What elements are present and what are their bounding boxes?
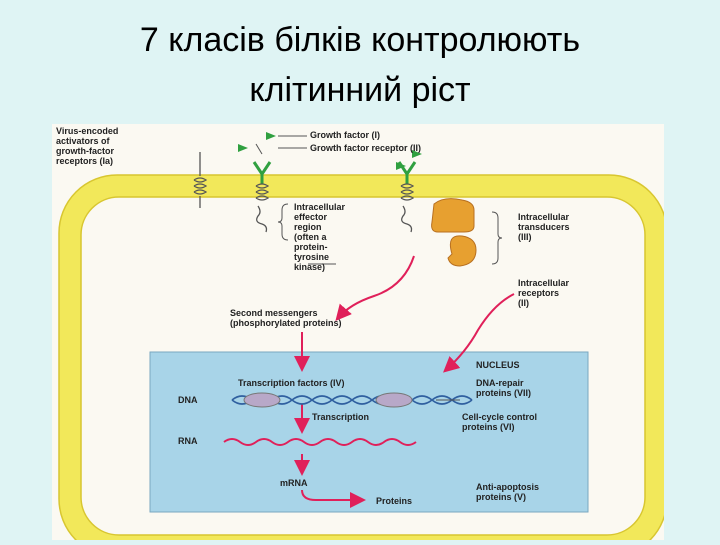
svg-text:Intracellular: Intracellular [518, 278, 570, 288]
svg-text:(III): (III) [518, 232, 532, 242]
transcription-factor-blob-2 [375, 392, 413, 408]
growth-factor-receptor-right [397, 161, 417, 184]
svg-text:Cell-cycle control: Cell-cycle control [462, 412, 537, 422]
arrow-transducer-to-messengers [335, 255, 415, 322]
proteins-label: Proteins [376, 496, 412, 506]
svg-text:receptors: receptors [518, 288, 559, 298]
svg-text:Virus-encoded: Virus-encoded [56, 126, 118, 136]
transducer-shape-1 [431, 198, 475, 233]
svg-text:proteins (VI): proteins (VI) [462, 422, 515, 432]
svg-text:tyrosine: tyrosine [294, 252, 329, 262]
effector-region-label: Intracellular effector region (often a p… [294, 202, 346, 272]
svg-text:Intracellular: Intracellular [518, 212, 570, 222]
svg-text:kinase): kinase) [294, 262, 325, 272]
svg-text:Intracellular: Intracellular [294, 202, 346, 212]
svg-text:activators of: activators of [56, 136, 111, 146]
rna-strand [223, 438, 417, 446]
second-messengers-label: Second messengers (phosphorylated protei… [230, 308, 342, 328]
nucleus [149, 351, 589, 513]
transducer-shape-2 [447, 235, 477, 267]
transcription-label: Transcription [312, 412, 369, 422]
svg-text:DNA-repair: DNA-repair [476, 378, 524, 388]
growth-factor-label: Growth factor (I) [310, 130, 380, 140]
slide-title-line-1: 7 класів білків контролюють [139, 21, 581, 59]
cell-cycle-label: Cell-cycle control proteins (VI) [462, 412, 537, 432]
svg-text:protein-: protein- [294, 242, 328, 252]
svg-text:region: region [294, 222, 322, 232]
transcription-factor-blob-1 [243, 392, 281, 408]
svg-text:receptors (Ia): receptors (Ia) [56, 156, 113, 166]
svg-text:(phosphorylated proteins): (phosphorylated proteins) [230, 318, 342, 328]
svg-text:proteins (V): proteins (V) [476, 492, 526, 502]
virus-receptor [193, 152, 208, 208]
intracellular-receptors-label: Intracellular receptors (II) [518, 278, 570, 308]
cell-growth-diagram: Virus-encoded activators of growth-facto… [52, 124, 668, 545]
svg-text:(II): (II) [518, 298, 529, 308]
growth-factor-icon [266, 132, 276, 140]
dna-repair-label: DNA-repair proteins (VII) [476, 378, 531, 398]
mrna-label: mRNA [280, 478, 308, 488]
svg-text:proteins (VII): proteins (VII) [476, 388, 531, 398]
svg-text:transducers: transducers [518, 222, 570, 232]
transcription-factors-label: Transcription factors (IV) [238, 378, 345, 388]
svg-text:effector: effector [294, 212, 328, 222]
rna-label: RNA [178, 436, 198, 446]
cell-membrane [59, 175, 667, 545]
virus-label: Virus-encoded activators of growth-facto… [56, 126, 118, 166]
svg-text:(often a: (often a [294, 232, 327, 242]
arrow-intracellular-receptor [443, 293, 515, 373]
slide-title-line-2: клітинний ріст [249, 71, 471, 109]
transducers-label: Intracellular transducers (III) [518, 212, 570, 242]
svg-text:Anti-apoptosis: Anti-apoptosis [476, 482, 539, 492]
growth-factor-receptor-label: Growth factor receptor (II) [310, 143, 421, 153]
arrow-mrna-to-proteins [301, 489, 366, 508]
anti-apoptosis-label: Anti-apoptosis proteins (V) [476, 482, 539, 502]
svg-text:growth-factor: growth-factor [56, 146, 114, 156]
growth-factor-receptor-left [252, 161, 272, 184]
dna-label: DNA [178, 395, 198, 405]
nucleus-label: NUCLEUS [476, 360, 520, 370]
svg-text:Second messengers: Second messengers [230, 308, 318, 318]
